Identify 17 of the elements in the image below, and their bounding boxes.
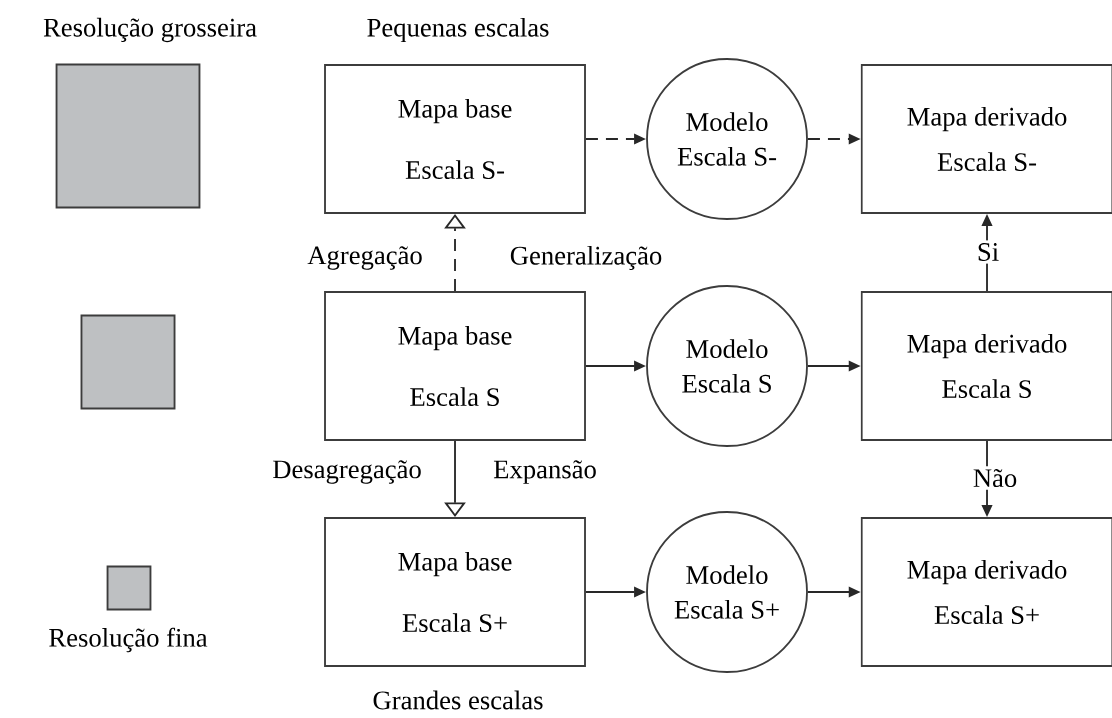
map-box: Mapa base Escala S-	[324, 64, 586, 214]
text-label: Resolução grosseira	[43, 17, 257, 43]
text-label: Desagregação	[273, 460, 421, 484]
edge-label: Si	[974, 240, 1002, 264]
map-box: Mapa derivado Escala S+	[860, 517, 1112, 667]
map-box: Mapa derivado Escala S	[860, 291, 1112, 441]
text-label: Generalização	[510, 245, 662, 271]
resolution-square	[55, 63, 201, 209]
map-box: Mapa derivado Escala S-	[860, 64, 1112, 214]
map-box: Mapa base Escala S	[324, 291, 586, 441]
resolution-square	[106, 565, 152, 611]
resolution-square	[80, 314, 176, 410]
text-label: Expansão	[493, 460, 596, 484]
map-box: Mapa base Escala S+	[324, 517, 586, 667]
text-label: Agregação	[307, 246, 422, 270]
edge-label: Não	[970, 466, 1020, 490]
text-label: Resolução fina	[49, 627, 208, 653]
